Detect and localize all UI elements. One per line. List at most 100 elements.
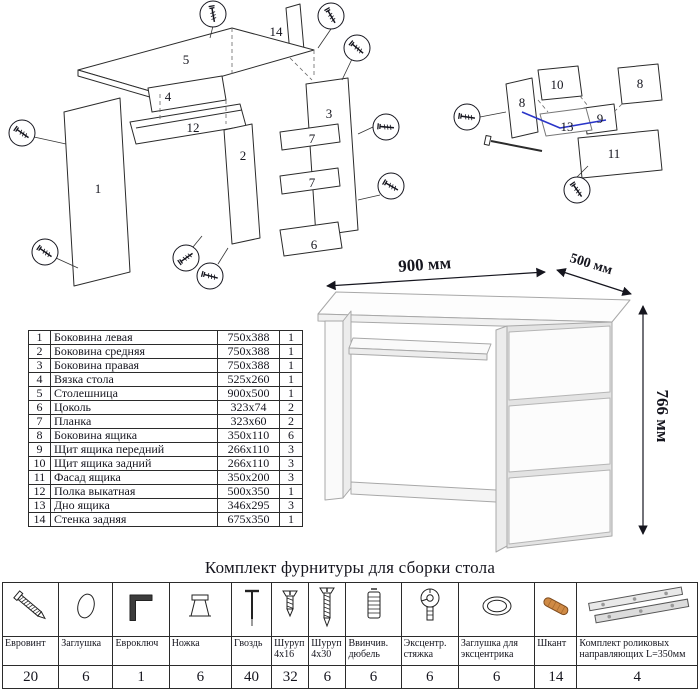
- hardware-callout: [343, 34, 371, 62]
- screw-4x30-icon: [319, 587, 336, 628]
- part-number: 6: [28, 400, 51, 415]
- drawer-front-3: [508, 469, 611, 545]
- hardware-callout: [563, 176, 591, 204]
- part-size: 750x388: [217, 358, 280, 373]
- part-label: 7: [309, 175, 316, 190]
- leg-icon: [189, 594, 212, 617]
- part-name: Дно ящика: [50, 498, 218, 513]
- part-number: 7: [28, 414, 51, 429]
- part-size: 675x350: [217, 512, 280, 527]
- part-label: 8: [519, 95, 526, 110]
- screw-4x16-icon: [282, 590, 299, 618]
- hardware-table: Евровинт Заглушка Евроключ Ножка Гвоздь …: [1, 582, 698, 689]
- long-screw: [483, 134, 543, 152]
- hw-icon-cell: [308, 582, 347, 637]
- part-name: Вязка стола: [50, 372, 218, 387]
- part-name: Боковина средняя: [50, 344, 218, 359]
- part-number: 8: [28, 428, 51, 443]
- part-name: Боковина ящика: [50, 428, 218, 443]
- part-name: Планка: [50, 414, 218, 429]
- part-label: 12: [187, 120, 200, 135]
- hw-qty: 20: [1, 665, 60, 689]
- part-13-drawer-bottom: [539, 107, 593, 137]
- part-number: 11: [28, 470, 51, 485]
- hexkey-icon: [129, 594, 153, 621]
- hw-qty: 6: [308, 665, 347, 689]
- part-size: 350x200: [217, 470, 280, 485]
- part-6-plinth: [279, 221, 343, 257]
- part-number: 3: [28, 358, 51, 373]
- hw-label: Ножка: [168, 636, 232, 666]
- plug-icon: [77, 593, 95, 619]
- part-label: 5: [183, 52, 190, 67]
- part-3-right-side: [305, 77, 359, 237]
- part-7-plank-a: [279, 123, 341, 151]
- part-size: 900x500: [217, 386, 280, 401]
- part-number: 5: [28, 386, 51, 401]
- hardware-callout: [172, 244, 200, 272]
- part-name: Боковина левая: [50, 330, 218, 345]
- part-label: 1: [95, 181, 102, 196]
- part-number: 1: [28, 330, 51, 345]
- part-size: 266x110: [217, 456, 280, 471]
- part-11-drawer-facade: [577, 129, 663, 179]
- depth-dimension-line: [556, 268, 632, 296]
- part-10-drawer-back: [537, 65, 583, 101]
- hardware-callout: [377, 172, 405, 200]
- part-2-middle-side: [223, 123, 261, 245]
- desk-left-panel-side: [342, 310, 352, 499]
- euroscrew-icon: [12, 590, 46, 620]
- hw-label: Заглушка для эксцентрика: [457, 636, 536, 666]
- part-label: 3: [326, 106, 333, 121]
- hw-qty: 6: [457, 665, 536, 689]
- hardware-callout: [317, 2, 345, 30]
- height-dimension-label: 766 мм: [653, 390, 672, 443]
- part-number: 10: [28, 456, 51, 471]
- drawer-runner-line: [521, 111, 607, 129]
- part-number: 13: [28, 498, 51, 513]
- hw-icon-cell: [1, 582, 60, 637]
- part-name: Столешница: [50, 386, 218, 401]
- part-8-drawer-side-left: [505, 77, 539, 139]
- leader-lines: [33, 25, 589, 269]
- hardware-callout: [8, 119, 36, 147]
- width-dimension-label: 900 мм: [398, 253, 453, 276]
- part-size: 266x110: [217, 442, 280, 457]
- part-label: 7: [309, 131, 316, 146]
- part-number: 4: [28, 372, 51, 387]
- part-size: 750x388: [217, 344, 280, 359]
- part-7-plank-b: [279, 167, 341, 195]
- hw-icon-cell: [345, 582, 402, 637]
- hw-label: Евровинт: [1, 636, 60, 666]
- hw-label: Гвоздь: [230, 636, 273, 666]
- hardware-callouts: [8, 0, 591, 290]
- part-name: Стенка задняя: [50, 512, 218, 527]
- hardware-callout: [199, 0, 227, 28]
- hw-icon-cell: [576, 582, 698, 637]
- part-label: 4: [165, 89, 172, 104]
- desk-left-panel: [324, 320, 344, 501]
- dowel-icon: [367, 588, 381, 619]
- dimension-lines: [326, 267, 648, 535]
- part-label: 6: [311, 237, 318, 252]
- part-label: 9: [597, 111, 604, 126]
- hardware-labels-row: Евровинт Заглушка Евроключ Ножка Гвоздь …: [1, 636, 698, 666]
- part-qty: 1: [279, 484, 303, 499]
- hw-qty: 6: [168, 665, 232, 689]
- hw-label: Шуруп 4х30: [308, 636, 347, 666]
- hardware-quantities-row: 20 6 1 6 40 32 6 6 6 6 14 4: [1, 665, 698, 689]
- part-label: 8: [637, 76, 644, 91]
- hardware-icons-row: [1, 582, 698, 637]
- hw-icon-cell: [400, 582, 459, 637]
- nail-icon: [244, 589, 259, 626]
- drawer-front-1: [508, 325, 611, 401]
